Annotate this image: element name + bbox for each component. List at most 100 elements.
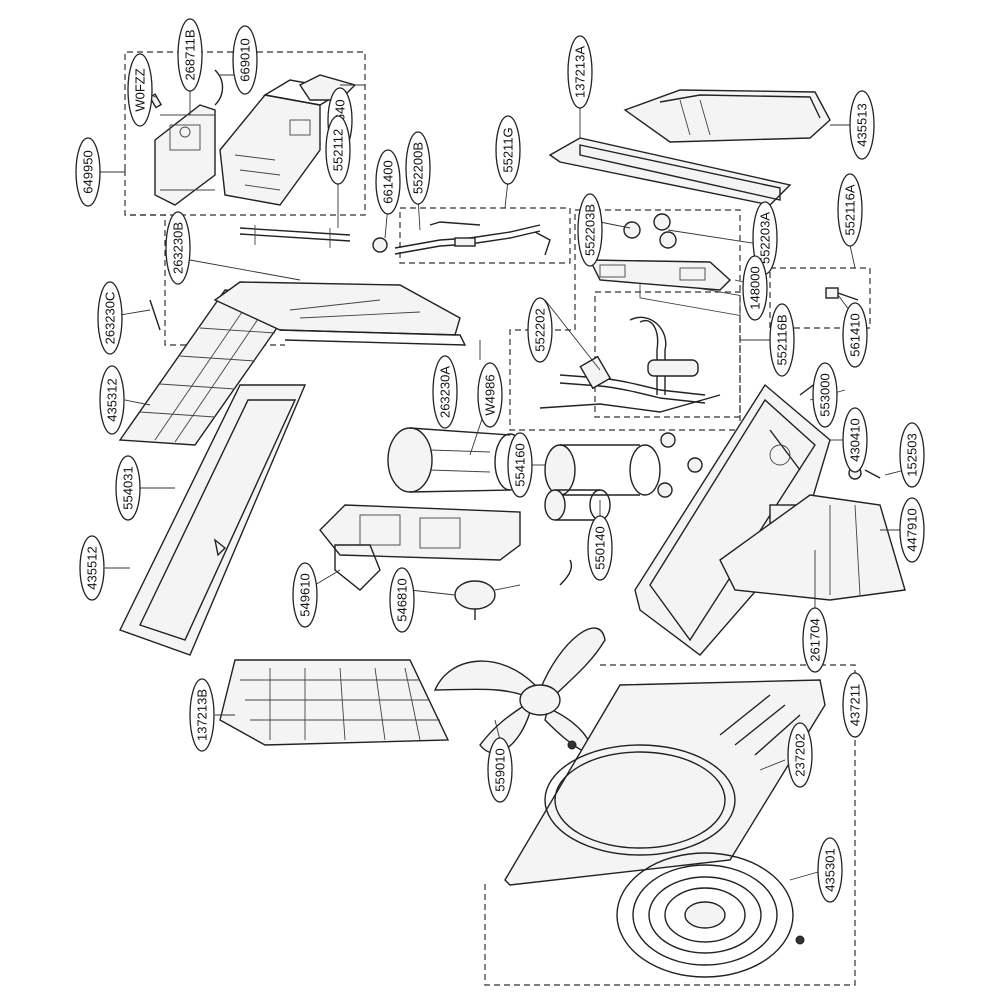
callout-label: 554031 <box>121 466 136 509</box>
callout-669010: 669010 <box>232 25 258 95</box>
callout-268711b: 268711B <box>177 18 203 92</box>
callout-label: 552116B <box>775 314 790 365</box>
callout-label: 552203A <box>758 212 773 264</box>
valve-group-drawing <box>588 213 732 291</box>
group-boxes <box>124 51 871 986</box>
front-panel-drawing <box>119 384 307 656</box>
callout-label: 550140 <box>593 526 608 569</box>
callout-label: 148000 <box>748 266 763 309</box>
tray-drawing <box>623 89 831 143</box>
callout-label: 559010 <box>493 748 508 791</box>
callout-labels: W0FZZ 268711B 669010 W6640 649950 552112… <box>75 18 925 903</box>
callout-649950: 649950 <box>75 137 101 207</box>
callout-447910: 447910 <box>899 497 925 563</box>
callout-263230c: 263230C <box>97 281 123 355</box>
heater-rod-drawing <box>239 225 351 248</box>
callout-label: 261704 <box>808 618 823 661</box>
callout-label: W0FZZ <box>133 68 148 111</box>
callout-label: 263230C <box>103 292 118 345</box>
callout-435301: 435301 <box>817 837 843 903</box>
callout-label: 549610 <box>298 573 313 616</box>
accumulator-drawing <box>544 489 611 586</box>
callout-552116b: 552116B <box>769 303 795 377</box>
air-filter-drawing <box>118 289 302 446</box>
callout-label: 55211G <box>501 127 516 172</box>
callout-152503: 152503 <box>899 422 925 488</box>
callout-137213b: 137213B <box>189 678 215 752</box>
callout-label: W4986 <box>483 374 498 415</box>
callout-554160: 554160 <box>507 432 533 498</box>
callout-554031: 554031 <box>115 455 141 521</box>
evaporator-frame-drawing <box>149 281 467 346</box>
callout-label: 435312 <box>105 378 120 421</box>
callout-label: 552200B <box>411 142 426 194</box>
callout-label: 552202 <box>533 308 548 351</box>
callout-55211g: 55211G <box>495 115 521 185</box>
callout-559010: 559010 <box>487 737 513 803</box>
callout-label: 237202 <box>793 733 808 776</box>
callout-label: 437211 <box>848 684 863 726</box>
callout-label: 430410 <box>848 418 863 461</box>
callout-561410: 561410 <box>842 302 868 368</box>
sensor-drawing <box>825 287 859 301</box>
callout-label: 137213A <box>573 46 588 98</box>
callout-263230b: 263230B <box>165 211 191 285</box>
fan-guard-drawing <box>616 852 805 978</box>
callout-w4986: W4986 <box>477 362 503 428</box>
callout-label: 669010 <box>238 38 253 81</box>
four-way-valve-drawing <box>539 316 721 413</box>
callout-label: 546810 <box>395 578 410 621</box>
callout-435312: 435312 <box>99 365 125 435</box>
callout-552203a: 552203A <box>752 201 778 275</box>
propeller-fan-drawing <box>433 627 606 756</box>
back-panel-drawing <box>504 679 826 886</box>
callout-label: 435512 <box>85 546 100 589</box>
callout-label: 554160 <box>513 443 528 486</box>
callout-546810: 546810 <box>389 567 415 633</box>
blower-wheel-drawing <box>387 427 526 493</box>
callout-552200b: 552200B <box>405 131 431 205</box>
callout-label: 661400 <box>381 160 396 203</box>
callout-label: 152503 <box>905 433 920 476</box>
side-cover-drawing <box>719 494 906 601</box>
callout-label: 553000 <box>818 373 833 416</box>
callout-137213a: 137213A <box>567 35 593 109</box>
callout-549610: 549610 <box>292 562 318 628</box>
fan-motor-drawing <box>454 580 521 620</box>
callout-261704: 261704 <box>802 607 828 673</box>
control-box-drawing <box>148 69 357 206</box>
callout-435512: 435512 <box>79 535 105 601</box>
callout-label: 561410 <box>848 313 863 356</box>
callout-552112: 552112 <box>325 115 351 185</box>
callout-553000: 553000 <box>812 362 838 428</box>
callout-label: 263230B <box>171 222 186 274</box>
callout-label: 649950 <box>81 150 96 193</box>
callout-148000: 148000 <box>742 255 768 321</box>
callout-label: 552116A <box>843 184 858 235</box>
callout-437211: 437211 <box>842 672 868 738</box>
callout-label: 137213B <box>195 689 210 741</box>
part-drawings <box>118 69 906 978</box>
callout-263230a: 263230A <box>432 355 458 429</box>
callout-label: 268711B <box>183 29 198 80</box>
motor-bracket-drawing <box>319 504 521 591</box>
callout-label: 552203B <box>583 204 598 256</box>
callout-550140: 550140 <box>587 515 613 581</box>
base-grille-drawing <box>219 659 450 746</box>
compressor-drawing <box>544 432 703 498</box>
callout-label: 552112 <box>331 129 346 171</box>
callout-label: 435301 <box>823 848 838 891</box>
callout-552203b: 552203B <box>577 193 603 267</box>
callout-237202: 237202 <box>787 722 813 788</box>
pipe-group-drawing <box>372 221 551 256</box>
callout-661400: 661400 <box>375 149 401 215</box>
callout-w0fzz: W0FZZ <box>127 53 153 127</box>
callout-label: 447910 <box>905 508 920 551</box>
callout-label: 435513 <box>855 103 870 146</box>
callout-430410: 430410 <box>842 407 868 473</box>
callout-label: 263230A <box>438 366 453 418</box>
callout-435513: 435513 <box>849 90 875 160</box>
callout-552116a: 552116A <box>837 173 863 247</box>
callout-552202: 552202 <box>527 297 553 363</box>
